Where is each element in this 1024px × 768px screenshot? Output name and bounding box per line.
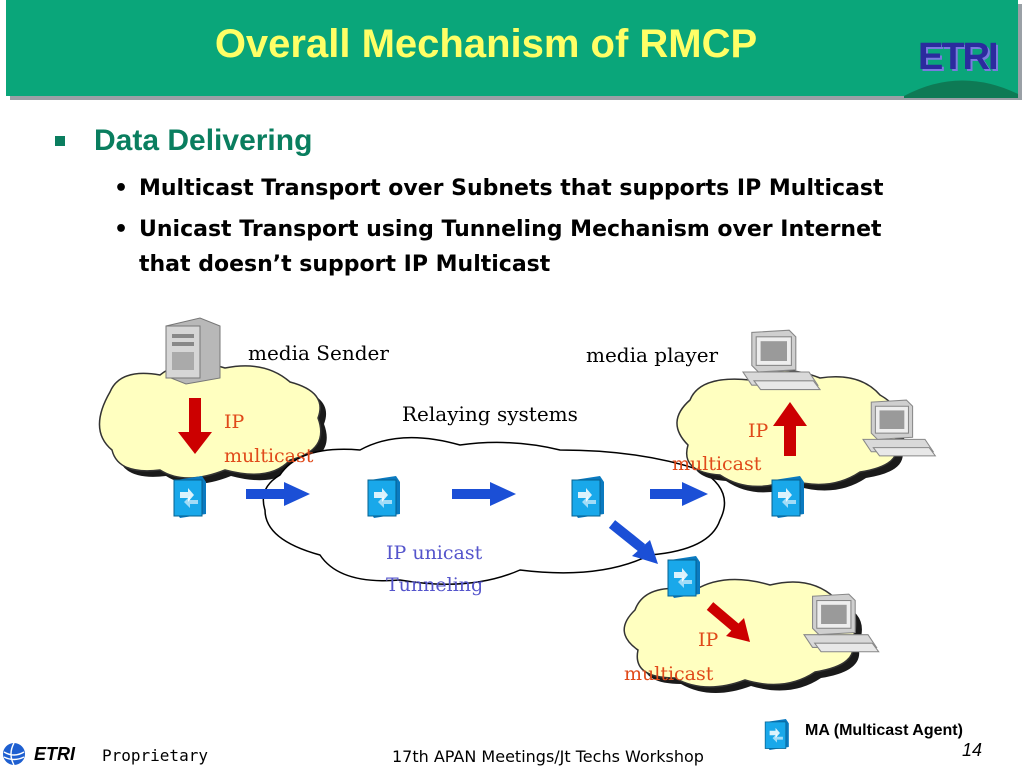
legend-agent-icon [764, 718, 790, 750]
multicast-down-arrow [178, 398, 212, 454]
media-sender-label: media Sender [248, 341, 389, 365]
multicast-up-arrow [773, 402, 807, 456]
unicast-arrow-diagonal [608, 520, 658, 564]
sub-bullet-1: • Multicast Transport over Subnets that … [114, 171, 884, 206]
media-player-label: media player [586, 343, 719, 367]
page-number: 14 [962, 740, 983, 760]
rmcp-diagram: media Sender media player Relaying syste… [98, 317, 936, 694]
tunneling-label: Tunneling [386, 574, 483, 596]
footer-proprietary: Proprietary [102, 746, 208, 765]
multicast-diagonal-arrow [706, 602, 750, 642]
multicast-label-player: multicast [672, 453, 762, 475]
workstation-icon [803, 593, 880, 653]
multicast-agent-icon [667, 555, 701, 598]
bullet-dot-icon: • [114, 176, 129, 201]
sub-bullet-2: • Unicast Transport using Tunneling Mech… [114, 212, 882, 282]
footer-logo: ETRI [34, 744, 76, 764]
multicast-agent-icon [771, 475, 805, 518]
ip-label-lower: IP [698, 629, 719, 651]
sub-bullet-1-text: Multicast Transport over Subnets that su… [139, 176, 884, 201]
workstation-icon [862, 399, 936, 457]
logo-swoosh-icon [904, 80, 1018, 98]
bullet-square-icon [55, 136, 65, 146]
multicast-agent-icon [571, 475, 605, 518]
ip-label-sender: IP [224, 411, 245, 433]
unicast-arrow-2 [452, 482, 516, 506]
sub-bullet-2-line-2: that doesn’t support IP Multicast [139, 252, 551, 277]
multicast-label-lower: multicast [624, 663, 714, 685]
bullet-dot-icon: • [114, 217, 129, 242]
unicast-arrow-1 [246, 482, 310, 506]
footer-event: 17th APAN Meetings/Jt Techs Workshop [392, 747, 704, 766]
ip-label-player: IP [748, 420, 769, 442]
multicast-agent-icon [367, 475, 401, 518]
logo-text: ETRI [918, 36, 999, 78]
etri-logo: ETRI [900, 36, 1020, 98]
main-bullet: Data Delivering [94, 124, 313, 157]
globe-icon [3, 742, 25, 766]
title-bar: Overall Mechanism of RMCP [6, 0, 1018, 96]
legend-label: MA (Multicast Agent) [805, 722, 963, 739]
multicast-label-sender: multicast [224, 445, 314, 467]
multicast-agent-icon [173, 475, 207, 518]
ip-unicast-label: IP unicast [386, 542, 483, 564]
server-icon [165, 317, 221, 385]
sub-bullet-2-line-1: Unicast Transport using Tunneling Mechan… [139, 217, 882, 242]
unicast-cloud [262, 436, 726, 585]
unicast-arrow-3 [650, 482, 708, 506]
relaying-systems-label: Relaying systems [402, 402, 578, 426]
slide-title: Overall Mechanism of RMCP [214, 22, 758, 66]
workstation-icon [742, 329, 821, 391]
